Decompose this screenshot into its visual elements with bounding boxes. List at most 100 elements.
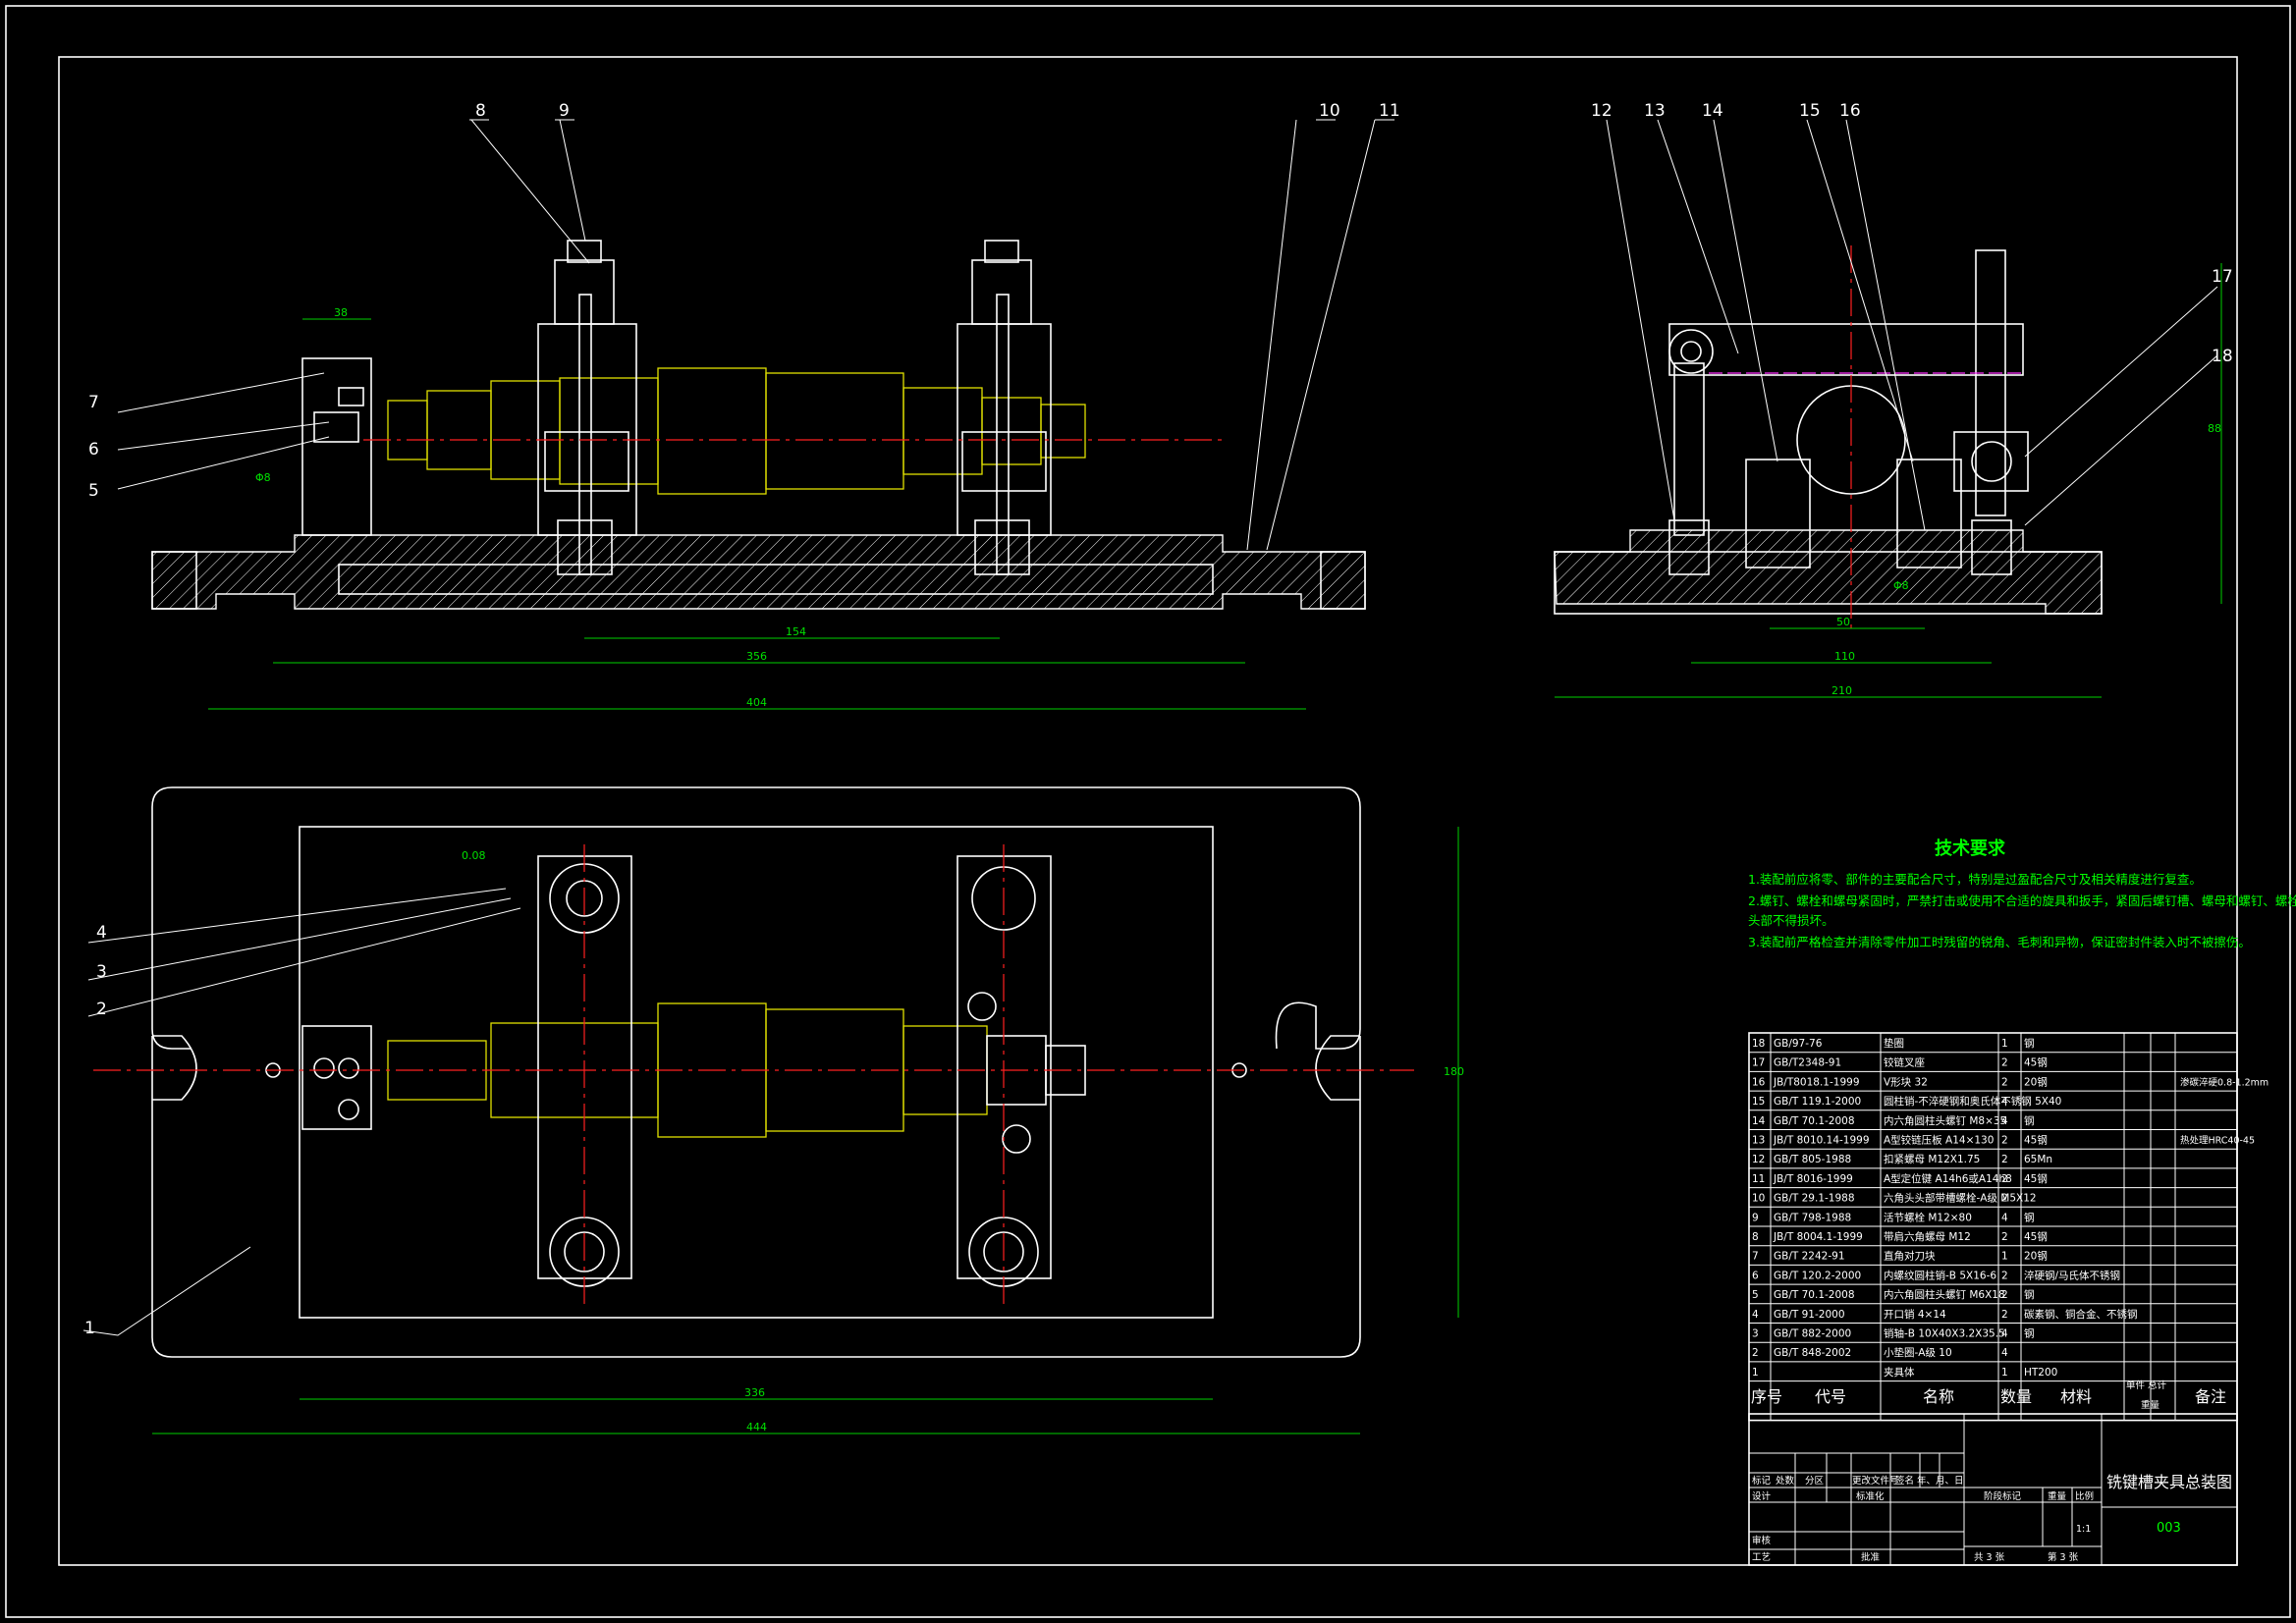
- bom-cell-no: 17: [1752, 1057, 1765, 1069]
- bom-header-weight: 重量: [2141, 1399, 2160, 1411]
- bom-cell-mat: 碳素钢、铜合金、不锈钢: [2024, 1308, 2138, 1321]
- front-view: 38 154 356 404 Φ8 8 9 10 11 7 6 5: [88, 101, 1400, 710]
- balloon-16: 16: [1839, 101, 1861, 121]
- bom-cell-code: GB/T 70.1-2008: [1774, 1115, 1855, 1127]
- inner-frame: [58, 56, 2238, 1566]
- balloon-8: 8: [475, 101, 486, 121]
- dim-top-h: 180: [1444, 1065, 1464, 1078]
- bom-cell-qty: 2: [2001, 1173, 2008, 1185]
- bom-cell-code: JB/T8018.1-1999: [1773, 1076, 1860, 1088]
- bom-cell-name: 销轴-B 10X40X3.2X35.5: [1884, 1327, 2005, 1340]
- dim-side-phi: Φ8: [1893, 579, 1909, 592]
- bom-cell-name: 内螺纹圆柱销-B 5X16-6: [1884, 1269, 1996, 1281]
- bom-cell-name: A型定位键 A14h6或A14h8: [1884, 1172, 2012, 1185]
- bom-cell-code: GB/T 2242-91: [1774, 1251, 1845, 1263]
- bom-cell-qty: 2: [2001, 1193, 2008, 1205]
- bom-cell-name: 垫圈: [1884, 1037, 1904, 1050]
- balloon-5: 5: [88, 481, 99, 501]
- bom-cell-code: JB/T 8004.1-1999: [1773, 1231, 1863, 1243]
- tb-standardize: 标准化: [1856, 1490, 1885, 1502]
- bom-header-code: 代号: [1815, 1387, 1846, 1406]
- balloon-14: 14: [1702, 101, 1723, 121]
- bom-cell-name: 夹具体: [1884, 1366, 1915, 1379]
- bom-cell-qty: 2: [2001, 1076, 2008, 1088]
- drawing-code: 003: [2157, 1521, 2181, 1536]
- dim-side-110: 110: [1834, 650, 1855, 663]
- bom-cell-code: GB/T 798-1988: [1774, 1212, 1851, 1223]
- tech-line-3: 3.装配前严格检查并清除零件加工时残留的锐角、毛刺和异物，保证密封件装入时不被擦…: [1748, 935, 2251, 949]
- bom-header-note: 备注: [2195, 1387, 2226, 1406]
- outer-frame: [5, 5, 2291, 1618]
- bom-cell-mat: 45钢: [2024, 1134, 2048, 1147]
- tb-sheet-no: 第 3 张: [2048, 1551, 2079, 1563]
- balloon-4: 4: [96, 923, 107, 943]
- dim-front-404: 404: [746, 696, 767, 709]
- tb-mark: 标记: [1752, 1475, 1772, 1487]
- bom-cell-no: 18: [1752, 1038, 1765, 1050]
- bom-cell-no: 16: [1752, 1076, 1766, 1088]
- balloon-13: 13: [1644, 101, 1666, 121]
- bom-cell-qty: 4: [2001, 1212, 2008, 1223]
- bom-cell-code: JB/T 8016-1999: [1773, 1173, 1853, 1185]
- tech-title: 技术要求: [1935, 838, 2006, 859]
- tb-stage: 阶段标记: [1984, 1490, 2022, 1502]
- bom-cell-code: GB/T 882-2000: [1774, 1328, 1851, 1340]
- bom-cell-name: 铰链叉座: [1884, 1056, 1925, 1069]
- bom-cell-code: GB/97-76: [1774, 1038, 1823, 1050]
- bom-header-qty: 数量: [2000, 1387, 2032, 1406]
- bom-header: 序号 代号 名称 数量 材料 单件 总计 重量 备注: [1751, 1380, 2226, 1411]
- tb-count: 处数: [1776, 1475, 1795, 1487]
- bom-cell-no: 1: [1752, 1367, 1759, 1379]
- bom-cell-mat: 45钢: [2024, 1230, 2048, 1243]
- bom-cell-qty: 2: [2001, 1309, 2008, 1321]
- bom-cell-code: GB/T2348-91: [1774, 1057, 1841, 1069]
- balloon-17: 17: [2212, 267, 2233, 287]
- bom-cell-qty: 4: [2001, 1115, 2008, 1127]
- bom-header-unit-total: 单件 总计: [2126, 1380, 2167, 1391]
- dim-front-phi: Φ8: [255, 471, 271, 484]
- tb-scale-value: 1:1: [2076, 1524, 2091, 1535]
- dim-top-note: 0.08: [462, 849, 486, 862]
- balloon-7: 7: [88, 393, 99, 412]
- bom-cell-qty: 1: [2001, 1251, 2008, 1263]
- balloon-2: 2: [96, 1000, 107, 1019]
- bom-header-name: 名称: [1923, 1387, 1954, 1406]
- bom-cell-no: 14: [1752, 1115, 1766, 1127]
- bom-cell-code: GB/T 91-2000: [1774, 1309, 1845, 1321]
- bom-cell-qty: 1: [2001, 1367, 2008, 1379]
- dim-side-50: 50: [1836, 616, 1850, 628]
- bom-cell-code: GB/T 805-1988: [1774, 1154, 1851, 1165]
- bom-cell-no: 11: [1752, 1173, 1765, 1185]
- bom-cell-mat: 钢: [2024, 1211, 2035, 1223]
- bom-cell-name: 开口销 4×14: [1884, 1308, 1946, 1321]
- balloon-6: 6: [88, 440, 99, 460]
- balloon-10: 10: [1319, 101, 1340, 121]
- bom-cell-name: 圆柱销-不淬硬钢和奥氏体不锈钢 5X40: [1884, 1095, 2061, 1108]
- bom-cell-name: 内六角圆柱头螺钉 M6X18: [1884, 1288, 2005, 1301]
- tb-sign: 签名: [1895, 1475, 1914, 1487]
- bom-cell-mat: 20钢: [2024, 1250, 2048, 1263]
- tb-date: 年、月、日: [1917, 1475, 1964, 1487]
- bom-header-mat: 材料: [2060, 1387, 2092, 1406]
- balloon-15: 15: [1799, 101, 1821, 121]
- bom-cell-no: 5: [1752, 1289, 1759, 1301]
- bom-cell-code: JB/T 8010.14-1999: [1773, 1135, 1870, 1147]
- tech-line-2a: 2.螺钉、螺栓和螺母紧固时，严禁打击或使用不合适的旋具和扳手，紧固后螺钉槽、螺母…: [1748, 893, 2296, 908]
- bom-cell-qty: 4: [2001, 1096, 2008, 1108]
- tb-change-doc: 更改文件号: [1852, 1475, 1899, 1487]
- bom-cell-mat: 45钢: [2024, 1172, 2048, 1185]
- balloon-18: 18: [2212, 347, 2233, 366]
- bom-cell-no: 6: [1752, 1270, 1759, 1281]
- bom-cell-name: 带肩六角螺母 M12: [1884, 1230, 1971, 1243]
- dim-front-154: 154: [786, 625, 806, 638]
- bom-cell-no: 7: [1752, 1251, 1759, 1263]
- bom-cell-qty: 2: [2001, 1231, 2008, 1243]
- bom-cell-code: GB/T 120.2-2000: [1774, 1270, 1861, 1281]
- bom-cell-qty: 4: [2001, 1328, 2008, 1340]
- bom-cell-code: GB/T 848-2002: [1774, 1347, 1851, 1359]
- bom-cell-qty: 2: [2001, 1154, 2008, 1165]
- bom-cell-qty: 4: [2001, 1347, 2008, 1359]
- bom-cell-mat: 钢: [2024, 1114, 2035, 1127]
